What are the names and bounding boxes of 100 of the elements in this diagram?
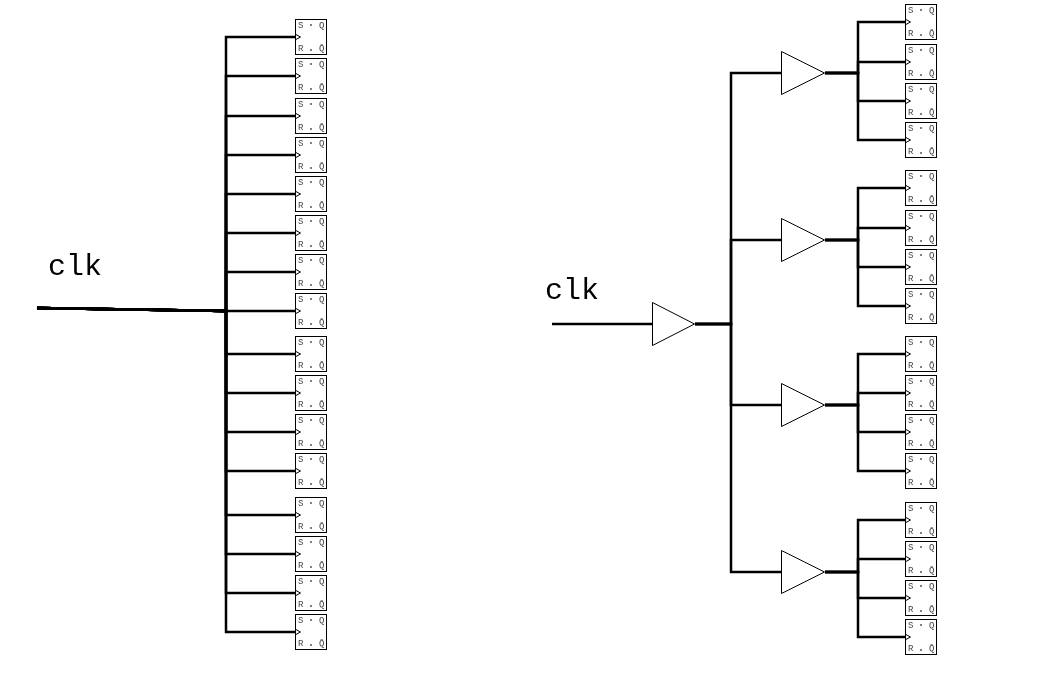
pin-label: R: [298, 439, 304, 449]
buffer-triangle: [781, 383, 825, 427]
pin-label: R: [908, 235, 914, 245]
pin-label: S: [298, 60, 304, 70]
pin-label: Q: [319, 538, 325, 548]
pin-label: Q̄: [929, 69, 935, 79]
flip-flop-box: [905, 83, 937, 119]
pin-label: Q̄: [929, 313, 935, 323]
pin-label: R: [908, 147, 914, 157]
pin-label: Q̄: [929, 147, 935, 157]
pin-label: Q: [929, 504, 935, 514]
buffer-triangle: [781, 218, 825, 262]
signal-label: clk: [48, 250, 102, 284]
clock-wire: [825, 403, 911, 475]
pin-label: R: [298, 162, 304, 172]
pin-label: S: [298, 616, 304, 626]
pin-label: Q: [929, 46, 935, 56]
flip-flop-box: [295, 336, 327, 372]
pin-label: Q̄: [319, 361, 325, 371]
pin-label: S: [908, 582, 914, 592]
pin-label: Q̄: [929, 605, 935, 615]
pin-label: Q̄: [929, 439, 935, 449]
flip-flop-box: [295, 453, 327, 489]
pin-label: R: [908, 605, 914, 615]
flip-flop-box: [905, 4, 937, 40]
flip-flop-box: [905, 453, 937, 489]
pin-label: Q̄: [929, 29, 935, 39]
flip-flop-box: [295, 575, 327, 611]
pin-label: R: [298, 400, 304, 410]
pin-label: R: [298, 600, 304, 610]
pin-label: Q̄: [929, 108, 935, 118]
pin-label: R: [908, 439, 914, 449]
flip-flop-box: [905, 502, 937, 538]
pin-label: S: [298, 217, 304, 227]
pin-label: S: [908, 172, 914, 182]
pin-label: S: [908, 377, 914, 387]
pin-label: R: [908, 195, 914, 205]
pin-label: R: [298, 123, 304, 133]
flip-flop-box: [905, 619, 937, 655]
clock-wire: [695, 322, 781, 574]
pin-label: Q: [929, 338, 935, 348]
flip-flop-box: [905, 288, 937, 324]
flip-flop-box: [905, 336, 937, 372]
pin-label: Q̄: [929, 274, 935, 284]
flip-flop-box: [905, 170, 937, 206]
pin-label: Q̄: [319, 561, 325, 571]
pin-label: R: [298, 44, 304, 54]
flip-flop-box: [295, 254, 327, 290]
pin-label: Q̄: [929, 195, 935, 205]
pin-label: Q: [929, 290, 935, 300]
buffer-triangle: [781, 550, 825, 594]
pin-label: R: [298, 478, 304, 488]
pin-label: Q: [319, 100, 325, 110]
pin-label: Q: [929, 543, 935, 553]
pin-label: S: [298, 416, 304, 426]
flip-flop-box: [295, 614, 327, 650]
pin-label: R: [298, 279, 304, 289]
pin-label: Q: [929, 416, 935, 426]
pin-label: S: [908, 416, 914, 426]
pin-label: Q: [319, 217, 325, 227]
pin-label: R: [908, 400, 914, 410]
pin-label: Q: [319, 256, 325, 266]
pin-label: Q: [319, 338, 325, 348]
pin-label: Q: [929, 621, 935, 631]
buffer-triangle: [781, 51, 825, 95]
pin-label: Q̄: [319, 123, 325, 133]
flip-flop-box: [905, 210, 937, 246]
pin-label: Q̄: [319, 600, 325, 610]
pin-label: R: [908, 69, 914, 79]
pin-label: S: [298, 21, 304, 31]
flip-flop-box: [295, 137, 327, 173]
pin-label: Q̄: [319, 439, 325, 449]
clock-wire: [825, 71, 911, 144]
pin-label: S: [908, 504, 914, 514]
flip-flop-box: [295, 98, 327, 134]
pin-label: Q̄: [319, 201, 325, 211]
pin-label: R: [908, 361, 914, 371]
flip-flop-box: [905, 541, 937, 577]
pin-label: Q: [929, 85, 935, 95]
pin-label: Q̄: [319, 478, 325, 488]
pin-label: Q: [929, 212, 935, 222]
pin-label: Q: [319, 178, 325, 188]
pin-label: R: [298, 561, 304, 571]
pin-label: Q̄: [319, 279, 325, 289]
pin-label: S: [298, 139, 304, 149]
flip-flop-box: [905, 44, 937, 80]
clock-wire: [825, 570, 911, 641]
pin-label: S: [298, 100, 304, 110]
pin-label: Q̄: [319, 83, 325, 93]
flip-flop-box: [905, 414, 937, 450]
pin-label: Q: [929, 377, 935, 387]
pin-label: Q̄: [319, 400, 325, 410]
pin-label: Q: [929, 124, 935, 134]
pin-label: S: [908, 6, 914, 16]
pin-label: Q: [929, 251, 935, 261]
pin-label: Q̄: [929, 644, 935, 654]
pin-label: S: [908, 338, 914, 348]
pin-label: S: [298, 295, 304, 305]
pin-label: Q: [319, 455, 325, 465]
pin-label: S: [298, 338, 304, 348]
